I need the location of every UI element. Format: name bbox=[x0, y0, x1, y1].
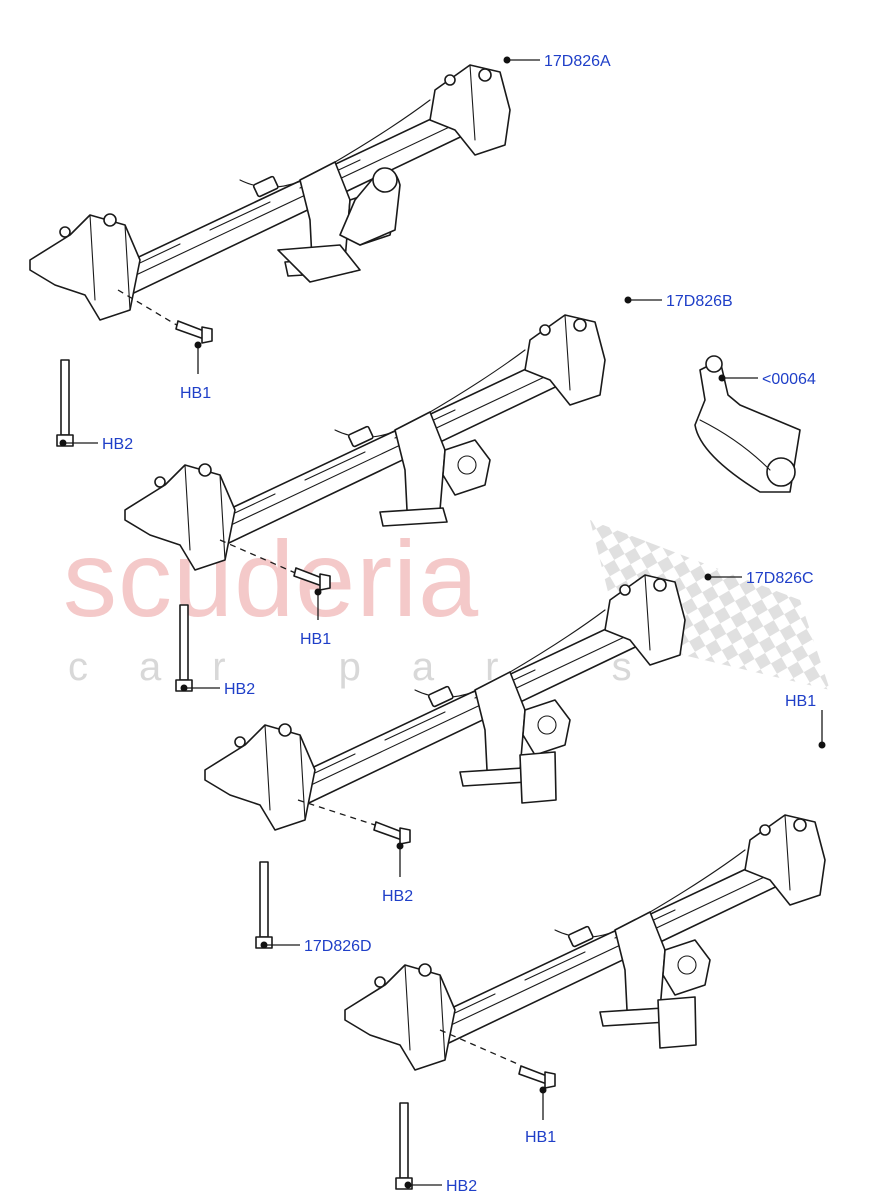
callout-hb1[interactable]: HB1 bbox=[525, 1129, 556, 1146]
detachable-tow-neck bbox=[694, 355, 801, 493]
callout-hb1[interactable]: HB2 bbox=[382, 888, 413, 905]
callout-labels: 17D826A HB1 HB2 17D826B <00064 HB1 HB2 1… bbox=[102, 53, 816, 1195]
callout-leaders bbox=[59, 56, 826, 1189]
tow-bar-assembly-d bbox=[344, 814, 826, 1190]
callout-hb2[interactable]: HB2 bbox=[446, 1178, 477, 1195]
tow-bar-assembly-b bbox=[124, 314, 606, 692]
tow-bar-assembly-c bbox=[204, 574, 686, 949]
callout-hb1[interactable]: HB1 bbox=[180, 385, 211, 402]
callout-hb2[interactable]: HB2 bbox=[102, 436, 133, 453]
tow-bar-assembly-a bbox=[29, 64, 511, 447]
callout-17d826d[interactable]: HB1 bbox=[785, 693, 816, 710]
checkered-flag-icon bbox=[590, 520, 830, 690]
callout-hb2[interactable]: HB2 bbox=[224, 681, 255, 698]
callout-17d826b[interactable]: 17D826B bbox=[666, 293, 733, 310]
callout-17d826c[interactable]: 17D826C bbox=[746, 570, 814, 587]
watermark-brand: scuderia bbox=[63, 518, 479, 639]
callout-00064[interactable]: <00064 bbox=[762, 371, 816, 388]
callout-17d826a[interactable]: 17D826A bbox=[544, 53, 611, 70]
callout-hb1[interactable]: HB1 bbox=[300, 631, 331, 648]
callout-hb2[interactable]: 17D826D bbox=[304, 938, 372, 955]
